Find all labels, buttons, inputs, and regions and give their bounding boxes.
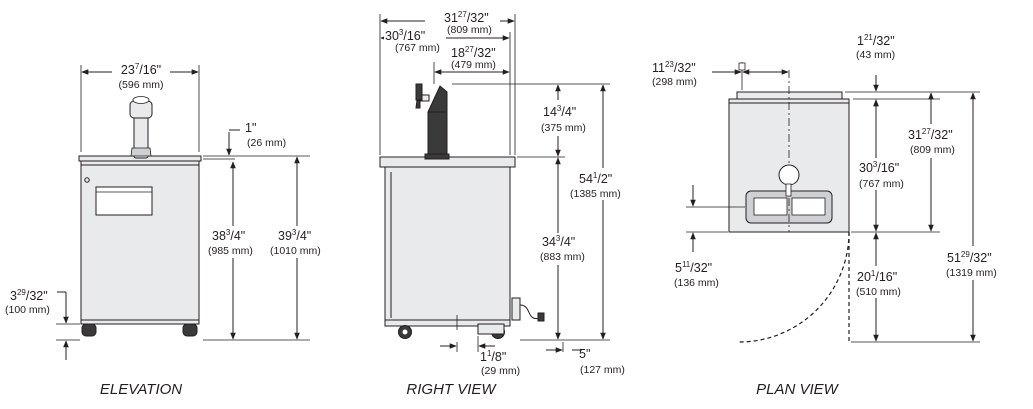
plan-total-depth-mm: (809 mm): [910, 144, 955, 156]
right-cab-height-value: 343/4": [542, 234, 575, 249]
power-cord-icon: [519, 304, 541, 320]
plan-total-depth-value: 3127/32": [908, 127, 953, 142]
faucet-icon: [738, 62, 746, 71]
plan-overall-mm: (1319 mm): [946, 267, 997, 279]
right-tower-pos-value: 1827/32": [451, 45, 496, 60]
right-total-depth-value: 3127/32": [444, 10, 489, 25]
elev-counter-value: 1": [245, 121, 256, 135]
right-tower-height-mm: (375 mm): [541, 122, 586, 134]
tap-handle-icon: [132, 96, 150, 104]
right-tower: [427, 111, 448, 159]
plan-top-lip-value: 121/32": [857, 33, 895, 48]
elev-width-mm: (596 mm): [119, 79, 164, 91]
elev-counter-mm: (26 mm): [247, 137, 286, 149]
caption-right-view: RIGHT VIEW: [406, 381, 497, 398]
right-rear-clear-value: 5": [579, 347, 590, 361]
elev-total-height-value: 393/4": [278, 228, 311, 243]
elev-cab-height-value: 383/4": [212, 228, 245, 243]
elev-casters-mm: (100 mm): [5, 304, 50, 316]
right-total-depth-mm: (809 mm): [447, 24, 492, 36]
plan-cab-depth-mm: (767 mm): [859, 178, 904, 190]
right-caster-offset-mm: (29 mm): [481, 365, 520, 377]
right-caster-offset-value: 11/8": [480, 349, 506, 364]
caster-icon: [182, 323, 198, 337]
caster-icon: [81, 323, 97, 337]
plan-cab-depth-value: 303/16": [859, 160, 899, 175]
caption-elevation: ELEVATION: [100, 381, 182, 398]
elevation-cabinet: [80, 158, 200, 325]
right-overall-height-mm: (1385 mm): [570, 188, 621, 200]
elev-width-value: 237/16": [121, 62, 161, 77]
right-cabinet: [384, 166, 511, 325]
power-box: [511, 297, 521, 321]
plan-top-lip-mm: (43 mm): [856, 49, 895, 61]
tower-top-icon: [778, 164, 800, 186]
plan-view: 1123/32" (298 mm) 121/32" (43 mm) 303/16…: [652, 33, 1005, 398]
caption-plan-view: PLAN VIEW: [756, 381, 840, 398]
plan-tower-offset-mm: (298 mm): [652, 76, 697, 88]
door-swing-arc: [738, 231, 850, 343]
right-cab-depth-value: 303/16": [385, 28, 425, 43]
plan-door-swing-value: 201/16": [857, 269, 897, 284]
tap-handle-icon: [415, 83, 423, 101]
plan-overall-value: 5129/32": [947, 250, 992, 265]
right-cab-depth-mm: (767 mm): [395, 42, 440, 54]
right-tower-pos-mm: (479 mm): [451, 59, 496, 71]
right-tower-height-value: 143/4": [543, 104, 576, 119]
right-overall-height-value: 541/2": [579, 171, 612, 186]
plan-tower-offset-value: 1123/32": [652, 60, 696, 75]
lock-icon: [84, 177, 90, 183]
plan-door-swing-mm: (510 mm): [856, 286, 901, 298]
elev-casters-value: 329/32": [10, 288, 48, 303]
right-view: 3127/32" (809 mm) 303/16" (767 mm) 1827/…: [379, 10, 632, 398]
right-cab-height-mm: (883 mm): [540, 251, 585, 263]
elevation-view: 237/16" (596 mm) 1" (26 mm) 383/4" (985 …: [5, 62, 330, 398]
elevation-door-window: [95, 186, 153, 216]
elev-total-height-mm: (1010 mm): [270, 245, 321, 257]
plan-drip-offset-mm: (136 mm): [674, 277, 719, 289]
plan-drip-offset-value: 511/32": [675, 260, 712, 275]
right-rear-clear-mm: (127 mm): [580, 364, 625, 376]
elev-cab-height-mm: (985 mm): [208, 245, 253, 257]
